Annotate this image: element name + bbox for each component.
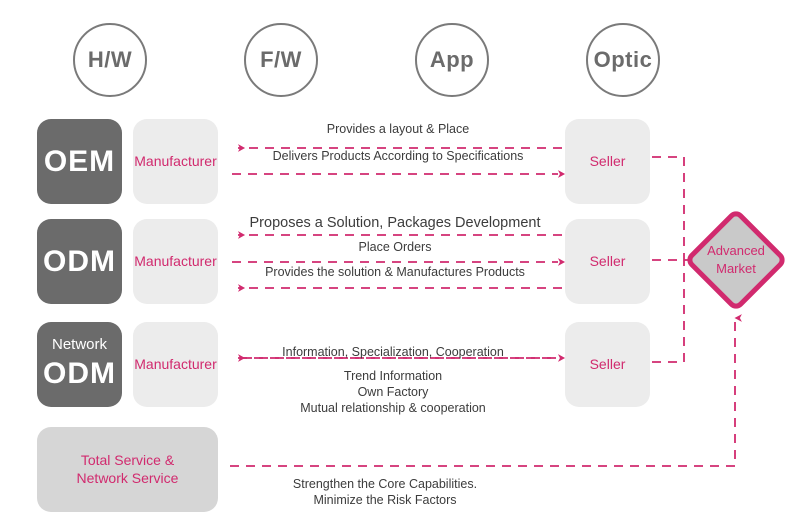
bottom-note-1: Strengthen the Core Capabilities. (292, 477, 478, 491)
flow-note-r3-1: Trend Information (343, 369, 443, 383)
row-right-box-network-odm: Seller (565, 322, 650, 407)
row-middle-label-odm: Manufacturer (134, 252, 217, 269)
flow-label-r1-f1: Provides a layout & Place (326, 122, 470, 136)
total-service-box: Total Service & Network Service (37, 427, 218, 512)
row-model-label-network-odm: ODM (43, 357, 116, 391)
advanced-market-line2: Market (716, 261, 756, 276)
row-middle-box-network-odm: Manufacturer (133, 322, 218, 407)
flow-label-r1-f2: Delivers Products According to Specifica… (272, 149, 524, 163)
header-circle-hw: H/W (73, 23, 147, 97)
advanced-market-label: Advanced Market (684, 208, 788, 312)
row-right-label-oem: Seller (589, 152, 626, 169)
header-circle-optic-label: Optic (593, 47, 653, 72)
row-right-label-odm: Seller (589, 252, 626, 269)
row-model-box-odm: ODM (37, 219, 122, 304)
flow-label-r3-f1: Information, Specialization, Cooperation (282, 345, 504, 359)
row-model-label-odm: ODM (43, 244, 116, 278)
row-model-box-network-odm: Network ODM (37, 322, 122, 407)
row-middle-label-oem: Manufacturer (134, 152, 217, 169)
header-circle-fw: F/W (244, 23, 318, 97)
row-middle-label-network-odm: Manufacturer (134, 355, 217, 372)
row-model-label-oem: OEM (43, 144, 116, 178)
total-service-line1: Total Service & (80, 452, 175, 468)
row-middle-box-odm: Manufacturer (133, 219, 218, 304)
flow-label-r2-f2: Place Orders (358, 240, 432, 254)
header-circle-optic: Optic (586, 23, 660, 97)
header-circle-hw-label: H/W (87, 47, 133, 72)
advanced-market-node: Advanced Market (683, 207, 789, 313)
row-model-box-oem: OEM (37, 119, 122, 204)
advanced-market-line1: Advanced (707, 243, 765, 259)
row-right-box-oem: Seller (565, 119, 650, 204)
bottom-note-2: Minimize the Risk Factors (313, 493, 457, 507)
bus-seller-row1 (652, 156, 685, 260)
row-right-label-network-odm: Seller (589, 355, 626, 372)
bus-seller-row3 (652, 260, 685, 363)
flow-note-r3-2: Own Factory (357, 385, 429, 399)
header-circle-app: App (415, 23, 489, 97)
flow-label-r2-f1: Proposes a Solution, Packages Developmen… (249, 215, 541, 231)
flow-label-r2-f3: Provides the solution & Manufactures Pro… (265, 265, 525, 279)
row-right-box-odm: Seller (565, 219, 650, 304)
row-middle-box-oem: Manufacturer (133, 119, 218, 204)
row-model-sublabel-network-odm: Network (51, 336, 107, 354)
total-service-line2: Network Service (76, 469, 179, 486)
flow-note-r3-3: Mutual relationship & cooperation (300, 401, 486, 415)
header-circle-fw-label: F/W (260, 47, 302, 72)
bus-total-service (230, 314, 742, 467)
header-circle-app-label: App (429, 47, 475, 72)
